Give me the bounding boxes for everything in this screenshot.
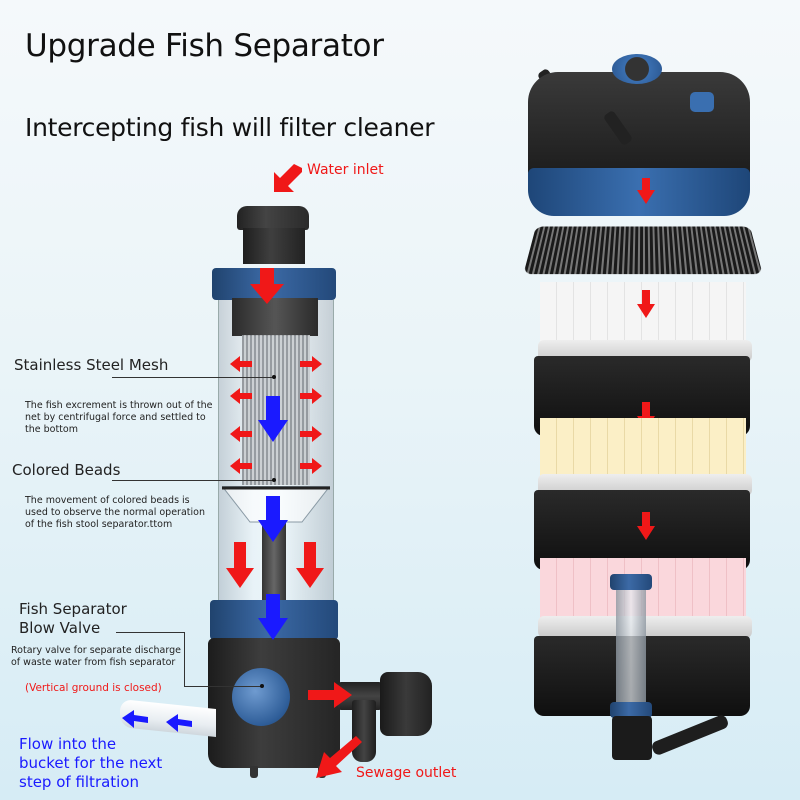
arrow-right-red-icon	[308, 682, 352, 708]
mini-separator-base	[612, 716, 652, 760]
arrow-down-red-icon	[226, 542, 254, 588]
callout-line-valve-end	[184, 686, 262, 687]
valve-note: (Vertical ground is closed)	[25, 682, 162, 694]
arrow-side-red-icon-group	[230, 356, 322, 474]
callout-line-valve	[116, 632, 184, 633]
water-inlet-label: Water inlet	[307, 162, 384, 178]
yellow-sponge-layer	[540, 418, 746, 476]
callout-line-beads	[112, 480, 274, 481]
mini-separator-ring	[610, 702, 652, 718]
arrow-down-left-red-icon	[316, 736, 362, 778]
sewage-elbow	[352, 700, 376, 762]
arrow-down-red-icon	[296, 542, 324, 588]
filter-top-knob	[612, 54, 662, 84]
arrow-down-red-icon	[637, 290, 655, 318]
arrow-down-red-icon	[250, 268, 284, 304]
foot	[250, 766, 258, 778]
separator-top-cap	[237, 206, 309, 230]
page-title: Upgrade Fish Separator	[25, 28, 384, 64]
filter-release-button	[690, 92, 714, 112]
callout-dot	[272, 478, 276, 482]
arrow-down-blue-icon	[258, 396, 288, 442]
callout-heading-beads: Colored Beads	[12, 461, 121, 479]
arrow-left-blue-icon-group	[122, 710, 192, 732]
filter-top-tray	[523, 226, 763, 275]
callout-desc-beads: The movement of colored beads is used to…	[25, 495, 205, 530]
callout-desc-mesh: The fish excrement is thrown out of the …	[25, 400, 213, 435]
blow-valve-knob[interactable]	[232, 668, 290, 726]
sewage-outlet-label: Sewage outlet	[356, 765, 457, 781]
callout-desc-valve: Rotary valve for separate discharge of w…	[11, 645, 181, 668]
arrow-down-blue-icon	[258, 496, 288, 542]
callout-heading-mesh: Stainless Steel Mesh	[14, 356, 169, 374]
separator-cap-neck	[243, 228, 305, 264]
sewage-pump	[380, 672, 432, 736]
arrow-down-red-icon	[637, 178, 655, 204]
mini-separator-hose	[650, 713, 730, 757]
separator-inner-collar	[232, 298, 318, 336]
filter-head	[528, 72, 750, 182]
arrow-down-red-icon	[637, 512, 655, 540]
callout-heading-valve: Fish Separator Blow Valve	[19, 600, 127, 637]
callout-line-mesh	[112, 377, 274, 378]
callout-dot	[260, 684, 264, 688]
flow-into-bucket-label: Flow into the bucket for the next step o…	[19, 735, 163, 791]
callout-line-valve-vertical	[184, 632, 185, 687]
page-subtitle: Intercepting fish will filter cleaner	[25, 113, 435, 142]
mini-separator-ring	[610, 574, 652, 590]
arrow-down-blue-icon	[258, 594, 288, 640]
water-inlet-arrow-icon	[274, 164, 302, 192]
callout-dot	[272, 375, 276, 379]
